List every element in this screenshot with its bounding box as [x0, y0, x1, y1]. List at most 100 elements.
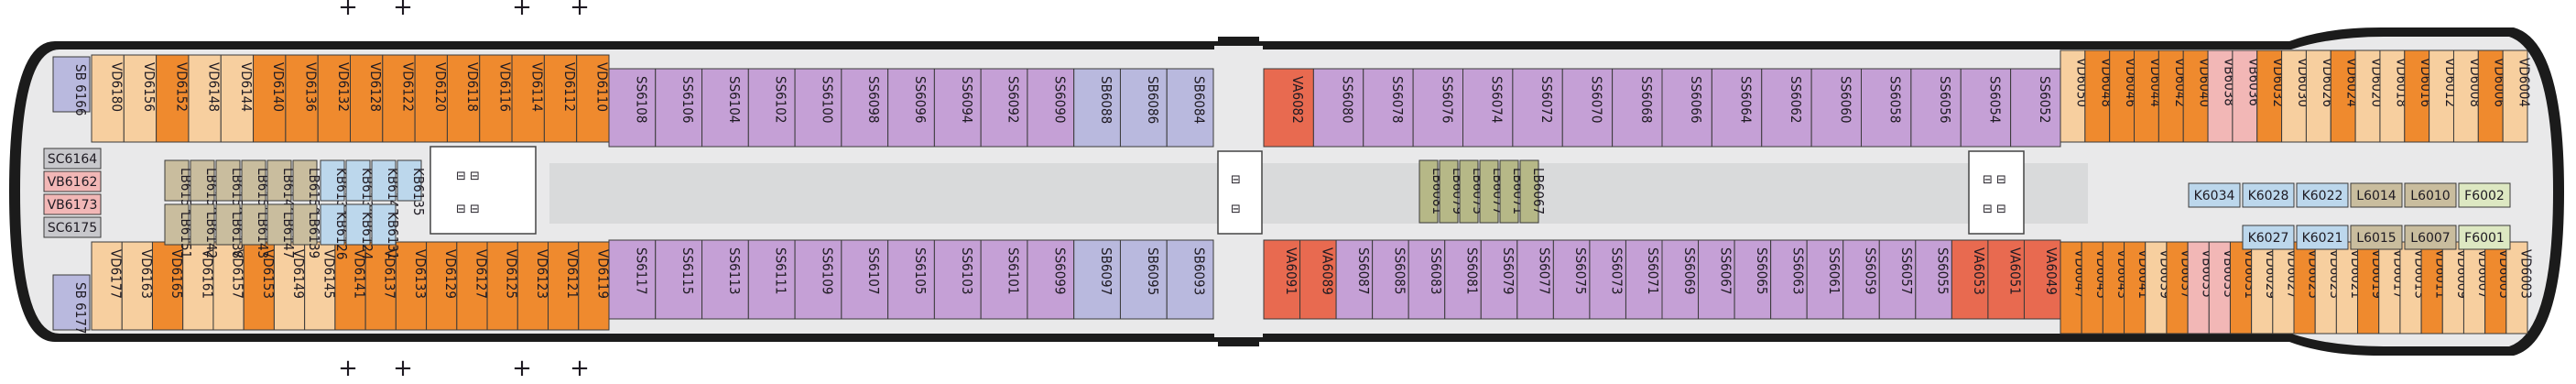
- cabin-ss6090: SS6090: [1027, 68, 1075, 148]
- cabin-label: VA6051: [2007, 247, 2024, 295]
- cabin-label: SS6071: [1645, 247, 1661, 294]
- cabin-label: SS6052: [2037, 76, 2053, 123]
- cabin-label: VD6123: [534, 249, 550, 299]
- cabin-ss6100: SS6100: [794, 68, 842, 148]
- plus-marker: +: [570, 0, 590, 21]
- cabin-label: SS6081: [1464, 247, 1481, 294]
- cabin-k6022: K6022: [2296, 182, 2349, 208]
- cabin-vd6144: VD6144: [220, 54, 255, 143]
- cabin-vd6129: VD6129: [426, 241, 459, 331]
- cabin-label: L6007: [2410, 231, 2450, 246]
- cabin-label: SC6164: [48, 152, 97, 167]
- cabin-label: VD6110: [593, 62, 610, 112]
- cabin-l6007: L6007: [2404, 225, 2457, 250]
- cabin-label: SS6103: [959, 247, 975, 294]
- cabin-label: VD6122: [399, 62, 416, 112]
- plus-marker: +: [393, 355, 413, 382]
- cabin-label: SS6077: [1537, 247, 1553, 294]
- cabin-vd6163: VD6163: [121, 241, 155, 331]
- cabin-label: SS6062: [1788, 76, 1804, 123]
- svg-text:⊟ ⊟: ⊟ ⊟: [456, 170, 480, 183]
- cabin-ss6087: SS6087: [1335, 239, 1374, 320]
- cabin-label: VD6127: [473, 249, 489, 299]
- cabin-label: SS6070: [1588, 76, 1604, 123]
- cabin-f6002: F6002: [2458, 182, 2511, 208]
- cabin-label: KB6131: [385, 212, 401, 259]
- cabin-label: SB 6177: [72, 282, 89, 334]
- cabin-sb 6177: SB 6177: [52, 274, 91, 334]
- cabin-label: SS6083: [1428, 247, 1444, 294]
- cabin-vd6180: VD6180: [91, 54, 125, 143]
- cabin-label: SS6104: [726, 76, 743, 123]
- cabin-label: VD6114: [529, 62, 546, 112]
- cabin-label: SS6107: [865, 247, 882, 294]
- cabin-k6027: K6027: [2242, 225, 2295, 250]
- cabin-ss6105: SS6105: [887, 239, 935, 320]
- cabin-label: SS6063: [1789, 247, 1806, 294]
- cabin-label: VD6148: [206, 62, 223, 112]
- cabin-label: SS6080: [1340, 76, 1356, 123]
- cabin-label: VD6157: [230, 249, 246, 299]
- cabin-label: SS6101: [1005, 247, 1022, 294]
- cabin-ss6107: SS6107: [841, 239, 889, 320]
- cabin-ss6101: SS6101: [980, 239, 1028, 320]
- cabin-label: VD6120: [432, 62, 449, 112]
- cabin-vd6157: VD6157: [212, 241, 246, 331]
- cabin-ss6080: SS6080: [1312, 68, 1364, 148]
- cabin-vd6048: VD6048: [2084, 49, 2114, 143]
- cabin-label: VD6156: [141, 62, 158, 112]
- cabin-vd6136: VD6136: [285, 54, 320, 143]
- cabin-label: VD6152: [173, 62, 190, 112]
- cabin-sb 6166: SB 6166: [52, 56, 91, 115]
- cabin-label: VD6133: [412, 249, 429, 299]
- cabin-label: SS6113: [726, 247, 743, 294]
- cabin-ss6077: SS6077: [1516, 239, 1554, 320]
- cabin-ss6115: SS6115: [655, 239, 703, 320]
- cabin-ss6099: SS6099: [1027, 239, 1075, 320]
- cabin-ss6065: SS6065: [1734, 239, 1772, 320]
- cabin-vd6148: VD6148: [188, 54, 223, 143]
- cabin-label: SS6096: [912, 76, 929, 123]
- cabin-ss6057: SS6057: [1878, 239, 1917, 320]
- cabin-ss6108: SS6108: [608, 68, 657, 148]
- cabin-label: VD6129: [442, 249, 459, 299]
- cabin-ss6106: SS6106: [655, 68, 703, 148]
- cabin-va6049: VA6049: [2023, 239, 2061, 320]
- cabin-label: SB6097: [1098, 247, 1114, 295]
- cabin-label: SS6098: [865, 76, 882, 123]
- cabin-label: SS6076: [1439, 76, 1455, 123]
- cabin-label: VD6003: [2517, 249, 2534, 299]
- cabin-ss6069: SS6069: [1661, 239, 1700, 320]
- cabin-lb6139: LB6139: [292, 203, 322, 258]
- cabin-sb6095: SB6095: [1119, 239, 1168, 320]
- plus-marker: +: [338, 355, 358, 382]
- cabin-vd6012: VD6012: [2429, 49, 2459, 143]
- cabin-ss6094: SS6094: [933, 68, 982, 148]
- cabin-label: VD6153: [260, 249, 277, 299]
- cabin-label: KB6135: [410, 168, 427, 215]
- cabin-label: VD6180: [109, 62, 125, 112]
- cabin-vd6116: VD6116: [479, 54, 513, 143]
- cabin-vd6132: VD6132: [317, 54, 352, 143]
- cabin-label: K6028: [2248, 189, 2289, 203]
- cabin-ss6068: SS6068: [1612, 68, 1663, 148]
- cabin-label: SS6059: [1863, 247, 1879, 294]
- cabin-sc6175: SC6175: [43, 216, 102, 238]
- cabin-label: SS6108: [633, 76, 649, 123]
- cabin-label: SS6066: [1688, 76, 1704, 123]
- cabin-label: VD6140: [270, 62, 287, 112]
- cabin-ss6113: SS6113: [701, 239, 749, 320]
- cabin-vd6145: VD6145: [304, 241, 337, 331]
- cabin-label: SS6069: [1681, 247, 1698, 294]
- svg-text:⊟ ⊟: ⊟ ⊟: [1983, 173, 2006, 187]
- cabin-label: SS6075: [1572, 247, 1589, 294]
- cabin-label: SS6054: [1986, 76, 2003, 123]
- cabin-label: VA6082: [1289, 76, 1306, 124]
- cabin-label: VD6004: [2516, 58, 2533, 107]
- cabin-vd6121: VD6121: [548, 241, 581, 331]
- cabin-label: VD6161: [199, 249, 215, 299]
- cabin-ss6096: SS6096: [887, 68, 935, 148]
- cabin-label: VA6053: [1971, 247, 1987, 295]
- plus-marker: +: [338, 0, 358, 21]
- cabin-label: VA6049: [2043, 247, 2060, 295]
